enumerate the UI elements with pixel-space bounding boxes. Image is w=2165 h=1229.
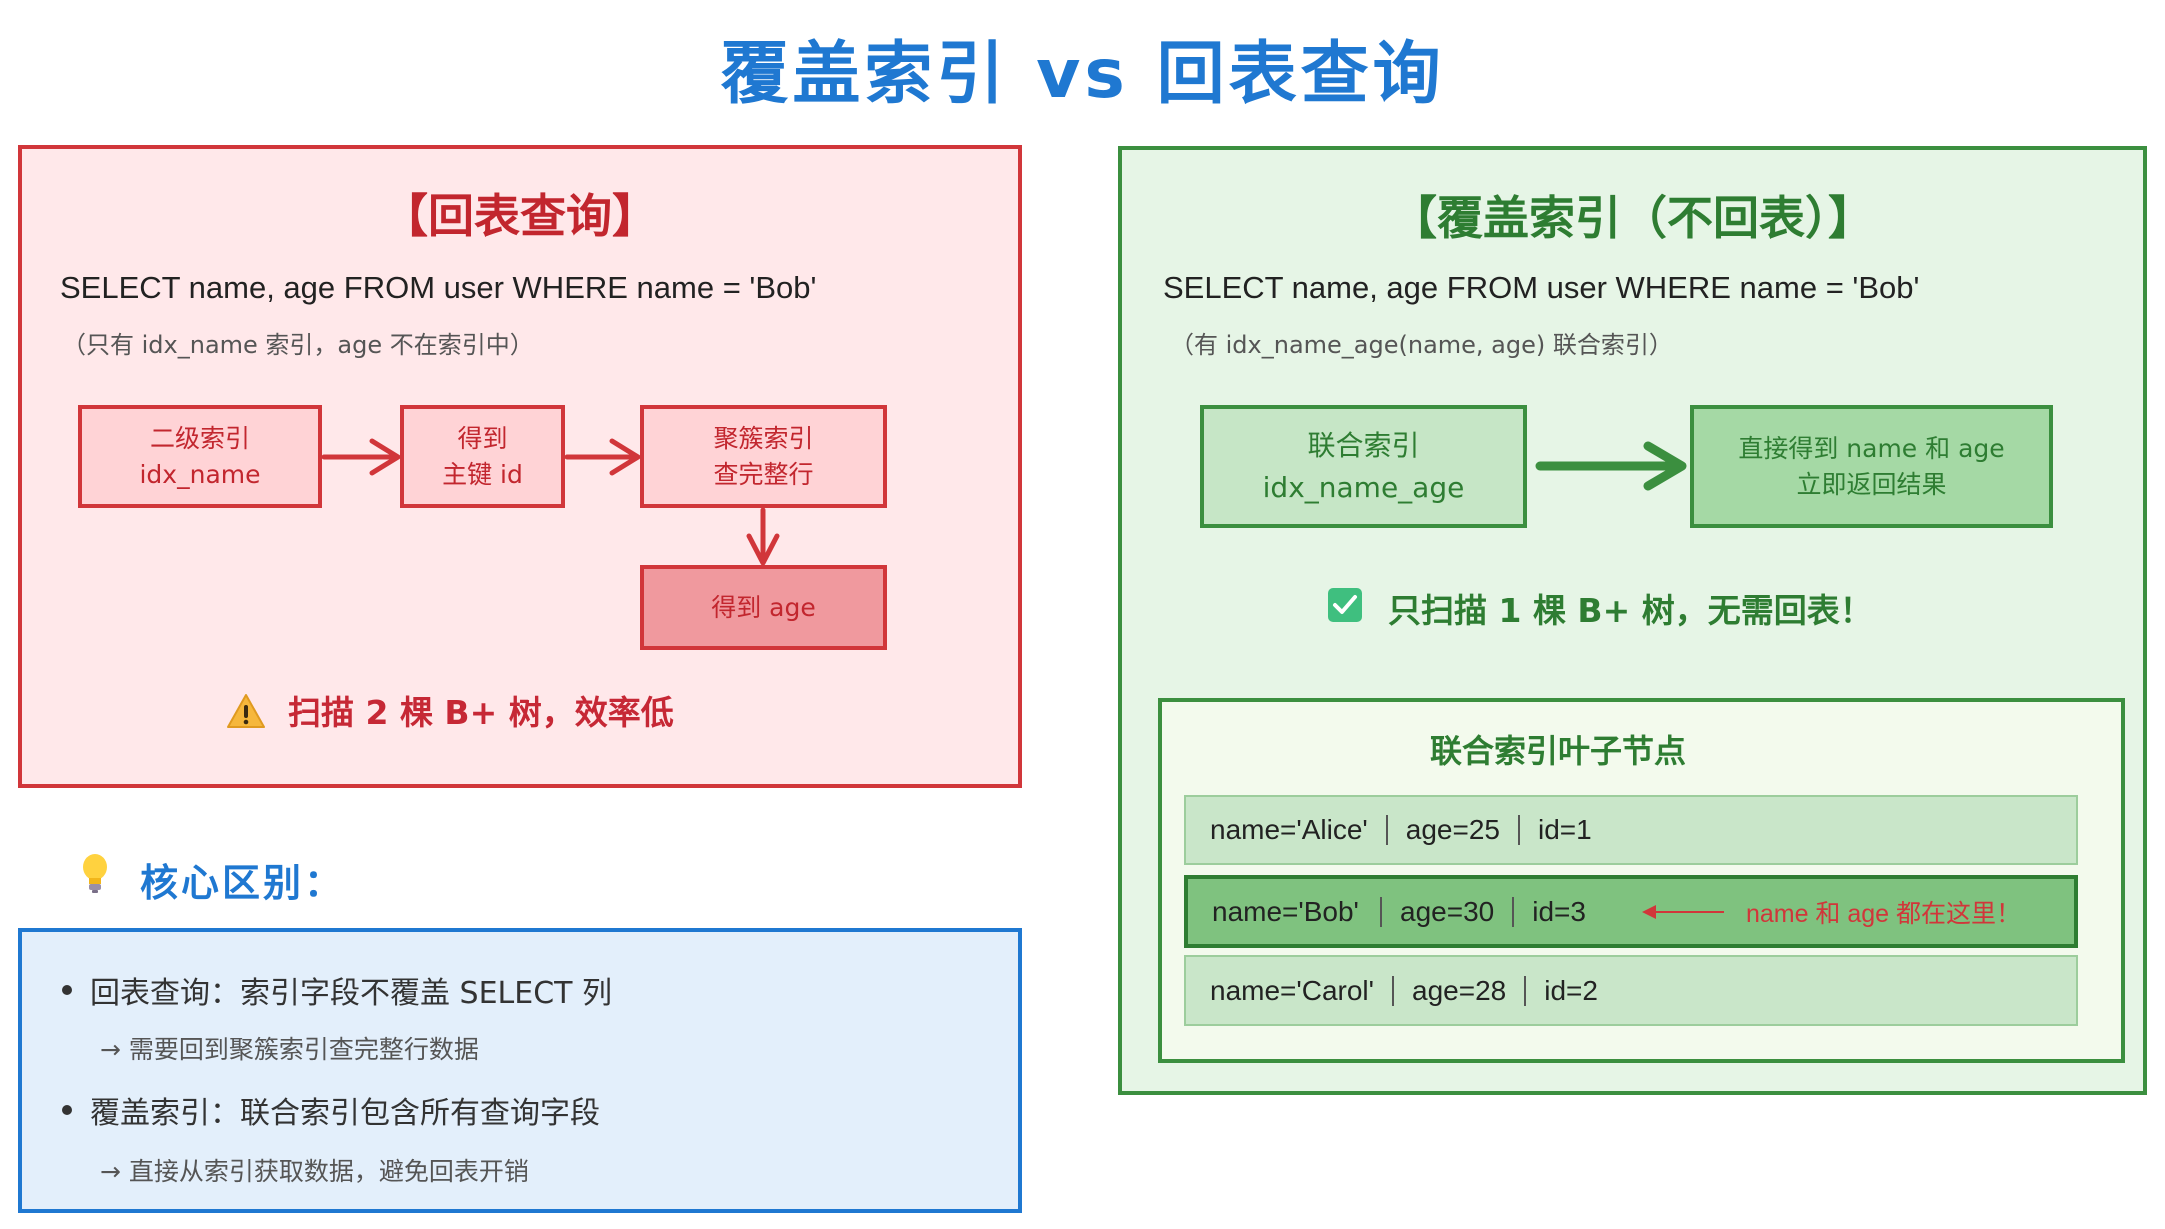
flow-box-line: 得到	[457, 423, 508, 453]
flow-box-line: 查完整行	[713, 459, 814, 489]
leaf-cell-id: id=2	[1544, 974, 1598, 1006]
key-difference-main: 覆盖索引：联合索引包含所有查询字段	[90, 1096, 600, 1131]
flow-box-line: 联合索引	[1307, 428, 1420, 462]
leaf-cell-age: age=30	[1400, 895, 1495, 927]
covering-index-arrow	[1535, 441, 1687, 491]
cell-divider	[1392, 975, 1394, 1006]
back-to-table-note: （只有 idx_name 索引，age 不在索引中）	[62, 331, 534, 359]
leaf-cell-name: name='Bob'	[1212, 895, 1359, 927]
flow-box-secondary-index: 二级索引 idx_name	[78, 405, 322, 508]
flow-box-line: 主键 id	[442, 459, 523, 489]
leaf-cell-age: age=28	[1412, 974, 1507, 1006]
leaf-cell-name: name='Carol'	[1210, 974, 1374, 1006]
arrow-right-icon	[1535, 441, 1687, 491]
flow-box-line: 得到 age	[711, 592, 816, 622]
cell-divider	[1385, 815, 1388, 845]
warning-triangle-icon	[227, 694, 265, 728]
back-to-table-arrows	[321, 438, 780, 566]
arrow-down-icon	[746, 507, 780, 566]
flow-box-composite-index: 联合索引 idx_name_age	[1200, 405, 1527, 528]
key-difference-panel	[18, 928, 1022, 1213]
key-difference-sub: → 直接从索引获取数据，避免回表开销	[100, 1157, 529, 1186]
bullet-icon	[62, 1105, 72, 1115]
leaf-row: name='Alice' age=25 id=1	[1184, 795, 2078, 865]
cell-divider	[1524, 975, 1527, 1006]
key-difference-item: 覆盖索引：联合索引包含所有查询字段	[62, 1088, 600, 1132]
flow-box-line: idx_name	[139, 459, 261, 489]
leaf-cell-id: id=3	[1532, 895, 1586, 927]
cell-divider	[1518, 815, 1520, 845]
key-difference-sub: → 需要回到聚簇索引查完整行数据	[100, 1035, 479, 1064]
flow-box-line: 聚簇索引	[713, 423, 814, 453]
page-title: 覆盖索引 vs 回表查询	[720, 35, 1445, 114]
key-difference-title: 核心区别：	[140, 861, 346, 905]
flow-box-clustered-index: 聚簇索引 查完整行	[640, 405, 887, 508]
flow-box-get-age: 得到 age	[640, 565, 887, 650]
leaf-cell-age: age=25	[1405, 814, 1500, 845]
flow-box-line: idx_name_age	[1262, 470, 1465, 504]
back-to-table-sql: SELECT name, age FROM user WHERE name = …	[60, 270, 817, 305]
covering-index-sql: SELECT name, age FROM user WHERE name = …	[1163, 270, 1920, 305]
arrow-right-icon	[321, 438, 401, 476]
cell-divider	[1380, 896, 1382, 927]
check-box-icon	[1328, 588, 1362, 622]
leaf-row: name='Carol' age=28 id=2	[1184, 955, 2078, 1026]
arrow-left-icon	[1641, 904, 1724, 919]
bullet-icon	[62, 985, 72, 995]
leaf-annotation: name 和 age 都在这里！	[1641, 894, 2022, 930]
flow-box-line: 立即返回结果	[1796, 469, 1947, 499]
covering-index-ok: 只扫描 1 棵 B+ 树，无需回表！	[1388, 591, 1873, 630]
flow-box-line: 直接得到 name 和 age	[1738, 433, 2005, 463]
covering-index-heading: 【覆盖索引（不回表）】	[1391, 191, 1874, 245]
arrow-right-icon	[564, 438, 641, 476]
flow-box-line: 二级索引	[149, 423, 250, 453]
leaf-row-highlighted: name='Bob' age=30 id=3 name 和 age 都在这里！	[1184, 875, 2078, 948]
lightbulb-icon	[83, 854, 107, 893]
flow-box-direct-result: 直接得到 name 和 age 立即返回结果	[1690, 405, 2053, 528]
key-difference-main: 回表查询：索引字段不覆盖 SELECT 列	[90, 976, 613, 1011]
leaf-annotation-text: name 和 age 都在这里！	[1745, 899, 2022, 928]
back-to-table-warning: 扫描 2 棵 B+ 树，效率低	[288, 693, 674, 732]
flow-box-get-primary-key: 得到 主键 id	[400, 405, 565, 508]
leaf-cell-name: name='Alice'	[1210, 814, 1368, 845]
key-difference-item: 回表查询：索引字段不覆盖 SELECT 列	[62, 968, 612, 1012]
back-to-table-heading: 【回表查询】	[382, 189, 658, 243]
leaf-cell-id: id=1	[1538, 814, 1592, 845]
leaf-nodes-title: 联合索引叶子节点	[1429, 732, 1686, 770]
cell-divider	[1512, 896, 1515, 927]
covering-index-note: （有 idx_name_age(name, age) 联合索引）	[1170, 331, 1673, 359]
